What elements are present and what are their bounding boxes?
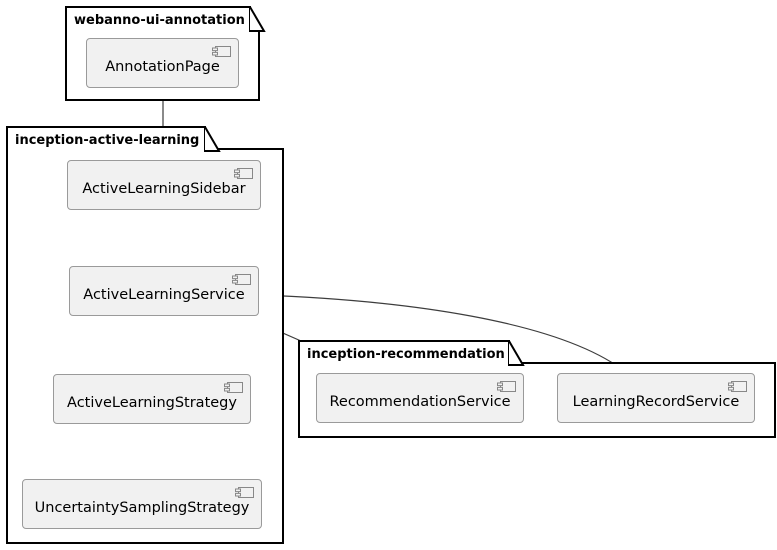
component-AnnotationPage[interactable]: AnnotationPage (86, 38, 239, 88)
component-label-ActiveLearningService: ActiveLearningService (83, 287, 245, 303)
component-icon (232, 274, 251, 285)
component-label-AnnotationPage: AnnotationPage (105, 59, 220, 75)
component-label-ActiveLearningSidebar: ActiveLearningSidebar (82, 181, 246, 197)
component-icon (497, 381, 516, 392)
component-ActiveLearningService[interactable]: ActiveLearningService (69, 266, 259, 316)
component-icon (224, 382, 243, 393)
component-label-RecommendationService: RecommendationService (329, 394, 511, 410)
component-ActiveLearningSidebar[interactable]: ActiveLearningSidebar (67, 160, 261, 210)
component-label-LearningRecordService: LearningRecordService (572, 394, 740, 410)
package-tab-webanno-ui-annotation: webanno-ui-annotation (65, 6, 251, 32)
component-ActiveLearningStrategy[interactable]: ActiveLearningStrategy (53, 374, 251, 424)
component-label-ActiveLearningStrategy: ActiveLearningStrategy (67, 395, 237, 411)
component-icon (234, 168, 253, 179)
component-UncertaintySamplingStrategy[interactable]: UncertaintySamplingStrategy (22, 479, 262, 529)
component-icon (212, 46, 231, 57)
package-tab-inception-recommendation: inception-recommendation (298, 340, 510, 366)
component-label-UncertaintySamplingStrategy: UncertaintySamplingStrategy (34, 500, 250, 516)
component-RecommendationService[interactable]: RecommendationService (316, 373, 524, 423)
package-body-inception-active-learning (6, 148, 284, 544)
package-label-inception-active-learning: inception-active-learning (15, 132, 200, 148)
component-LearningRecordService[interactable]: LearningRecordService (557, 373, 755, 423)
component-icon (235, 487, 254, 498)
component-icon (728, 381, 747, 392)
package-label-webanno-ui-annotation: webanno-ui-annotation (74, 12, 245, 28)
package-label-inception-recommendation: inception-recommendation (307, 346, 505, 362)
package-tab-inception-active-learning: inception-active-learning (6, 126, 206, 152)
